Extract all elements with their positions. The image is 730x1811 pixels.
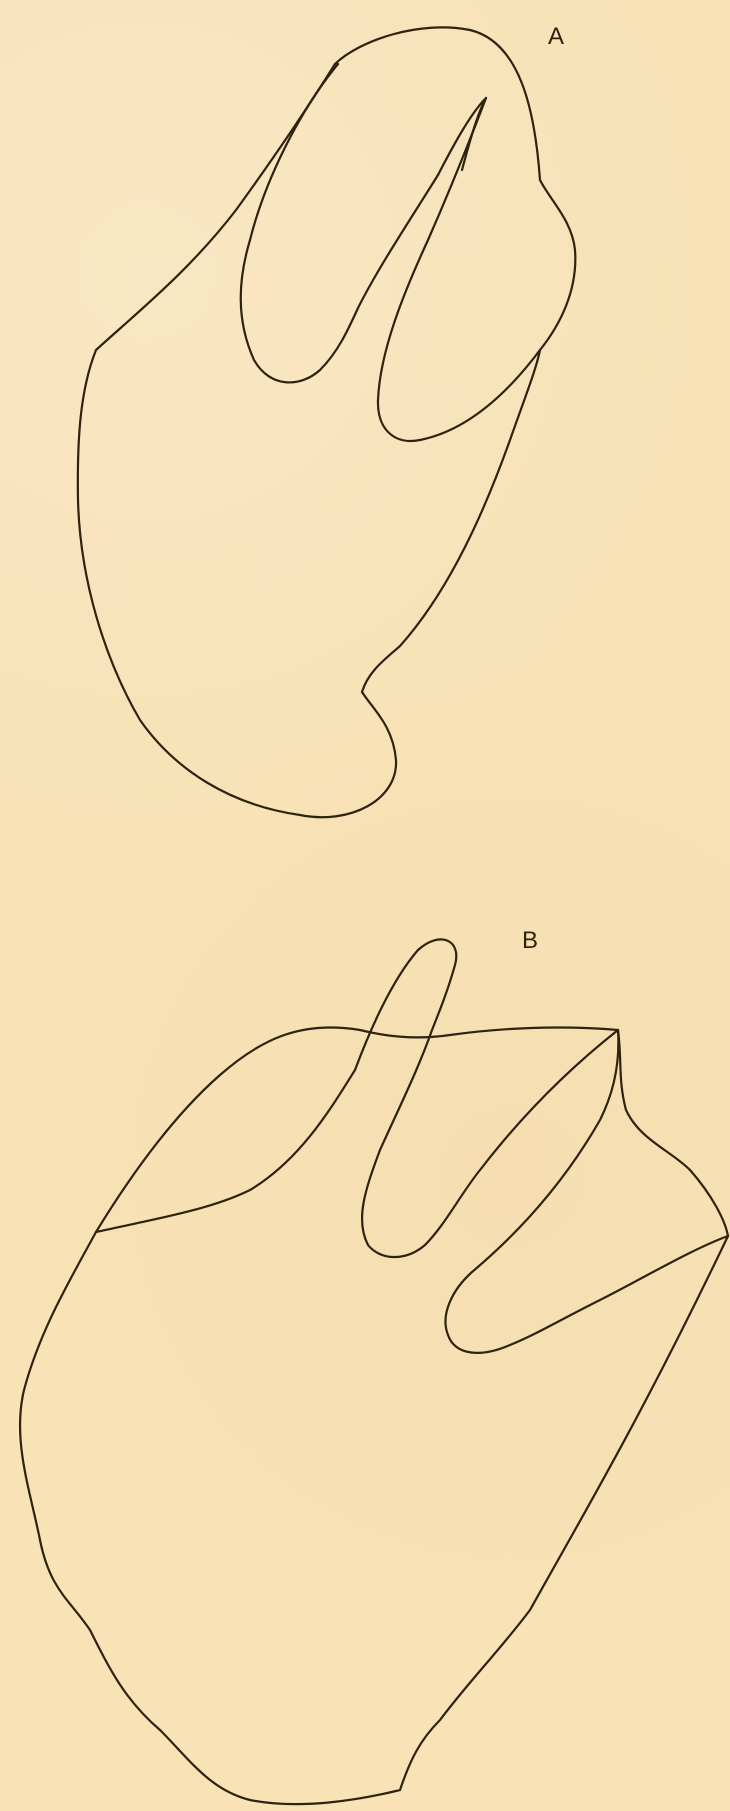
- figure-b-inner-curve: [96, 1070, 355, 1232]
- figure-a-top-outline: [335, 27, 575, 350]
- figure-a-finger-slot-1: [241, 64, 438, 382]
- figure-a-finger-1-back: [438, 98, 486, 175]
- figure-a-outline: [78, 64, 540, 817]
- figure-b-label: B: [522, 927, 538, 954]
- figure-b-outline: [20, 1232, 728, 1804]
- figure-b-finger-2: [445, 1030, 728, 1353]
- figure-b-top-outline: [96, 1027, 728, 1236]
- figure-b: B: [20, 927, 728, 1804]
- figure-a: A: [78, 23, 576, 817]
- figure-b-finger-1: [355, 939, 618, 1257]
- figure-a-label: A: [548, 23, 564, 50]
- figure-a-finger-slot-2: [378, 98, 540, 441]
